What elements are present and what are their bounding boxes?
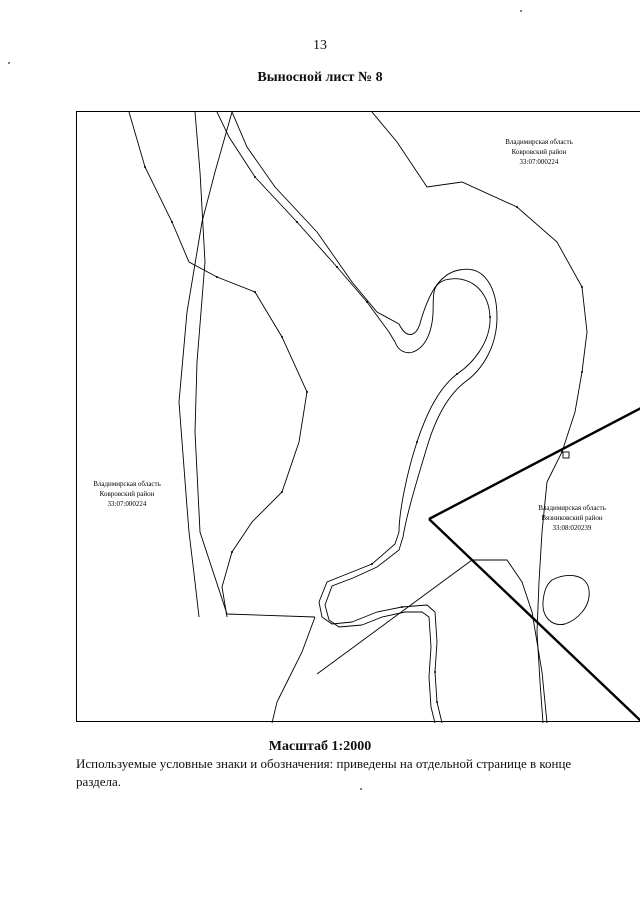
region-label-code: 33:07:000224 — [108, 500, 147, 508]
parcel-lines — [128, 112, 590, 723]
legend-note: Используемые условные знаки и обозначени… — [76, 756, 572, 789]
sheet-title: Выносной лист № 8 — [257, 70, 383, 85]
scale-caption: Масштаб 1:2000 — [268, 739, 372, 754]
scan-speck — [360, 788, 362, 790]
scan-speck — [8, 62, 10, 64]
page-number: 13 — [313, 38, 327, 53]
region-label-line1: Владимирская область — [538, 504, 606, 512]
region-label-line2: Вязниковский район — [541, 514, 603, 522]
region-label-line2: Ковровский район — [512, 148, 567, 156]
region-label-code: 33:07:000224 — [520, 158, 559, 166]
region-label-line1: Владимирская область — [93, 480, 161, 488]
cadastral-map: Владимирская область Ковровский район 33… — [93, 112, 640, 723]
vertex-marks — [144, 166, 583, 703]
region-label-line2: Ковровский район — [100, 490, 155, 498]
region-label-code: 33:08:020239 — [553, 524, 592, 532]
map-frame: Владимирская область Ковровский район 33… — [76, 111, 640, 723]
scan-speck — [520, 10, 522, 12]
region-labels: Владимирская область Ковровский район 33… — [93, 138, 606, 532]
district-boundary — [428, 407, 640, 722]
region-label-line1: Владимирская область — [505, 138, 573, 146]
